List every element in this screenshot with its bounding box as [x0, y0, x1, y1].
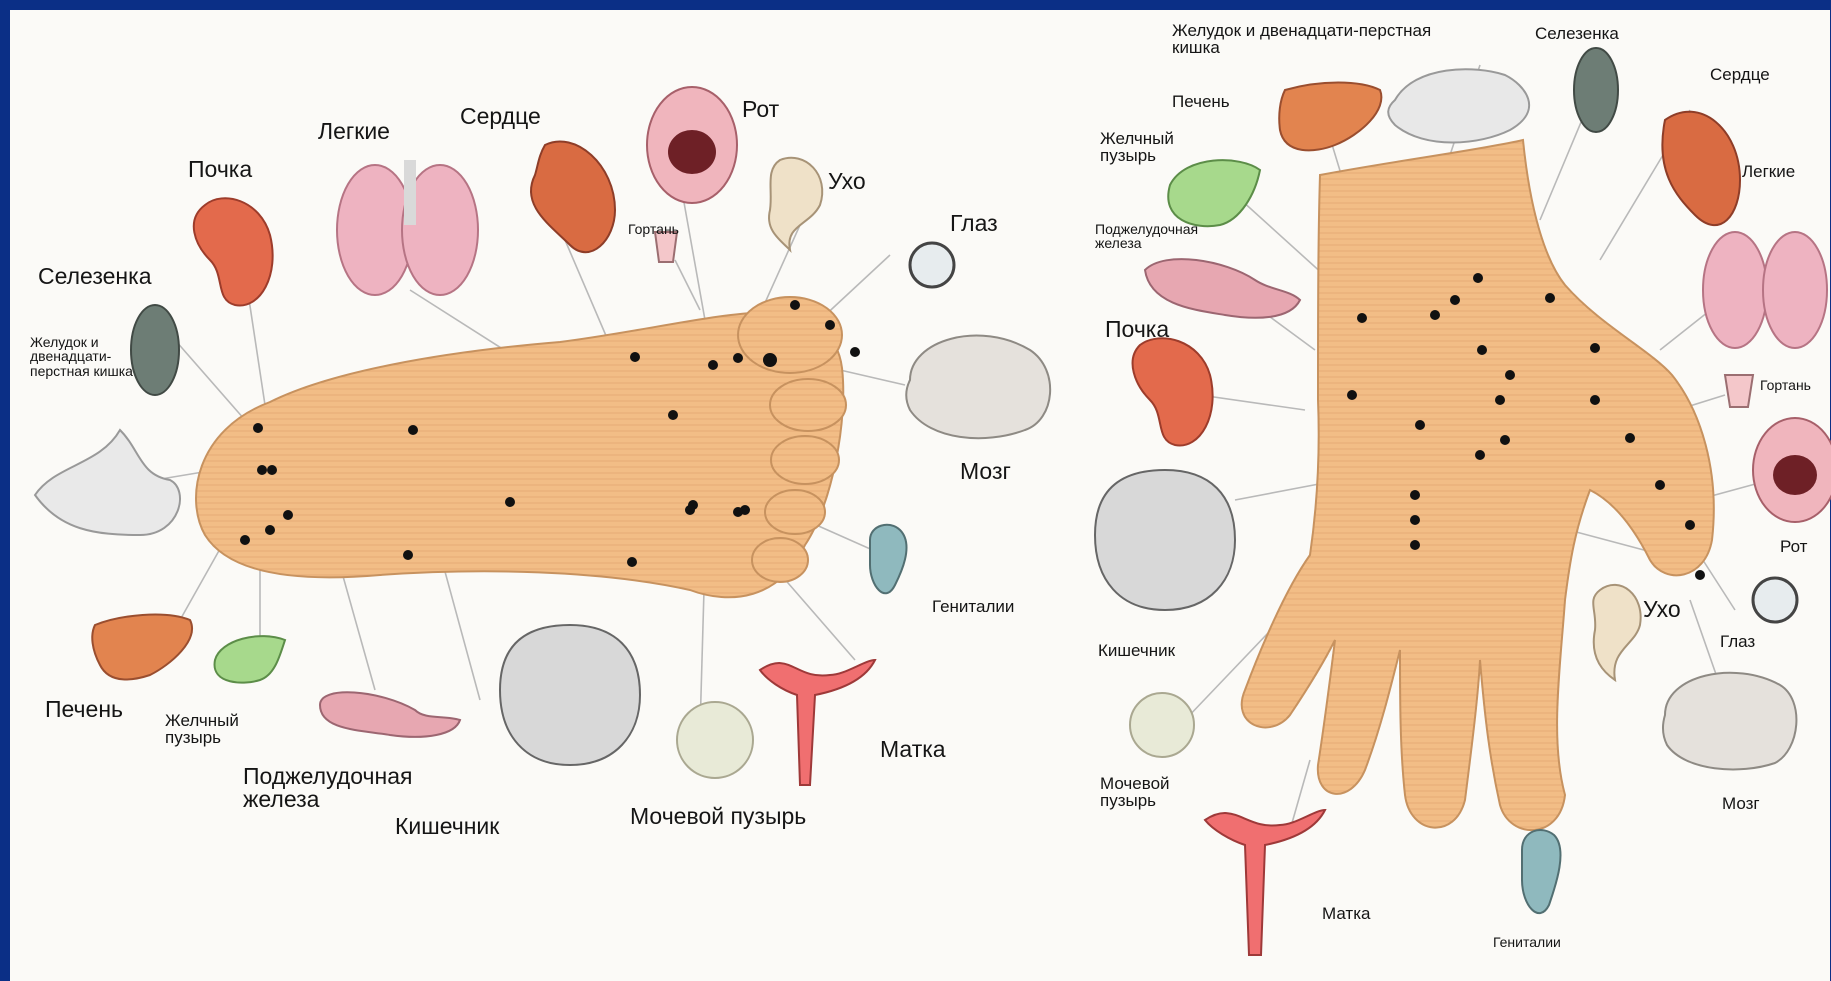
foot-mouth-inner-icon	[668, 130, 716, 174]
foot-gallbladder-icon	[215, 636, 285, 683]
foot-stomach-label: Желудок и двенадцати-перстная кишка	[30, 335, 135, 378]
hand-mouth-inner-icon	[1773, 455, 1817, 495]
hand-larynx-icon	[1725, 375, 1753, 407]
hand-eye-icon	[1753, 578, 1797, 622]
hand-spleen-icon	[1574, 48, 1618, 132]
foot-heart-label: Сердце	[460, 105, 541, 128]
foot-intestine-label: Кишечник	[395, 815, 499, 838]
hand-ear-label: Ухо	[1643, 598, 1681, 621]
hand-uterus-icon	[1205, 810, 1325, 955]
foot-spleen-icon	[131, 305, 179, 395]
hand-lung-left-icon	[1703, 232, 1767, 348]
foot-uterus-label: Матка	[880, 738, 946, 761]
hand-lungs-label: Легкие	[1742, 163, 1795, 180]
hand-bladder-label: Мочевой пузырь	[1100, 775, 1200, 810]
hand-heart-icon	[1662, 112, 1740, 225]
hand-bladder-icon	[1130, 693, 1194, 757]
foot-eye-label: Глаз	[950, 212, 998, 235]
hand-genitals-label: Гениталии	[1493, 935, 1561, 949]
foot-gallbladder-label: Желчный пузырь	[165, 712, 275, 747]
foot-pancreas-icon	[320, 692, 460, 737]
foot-pancreas-label: Поджелудочная железа	[243, 765, 473, 812]
hand-stomach-icon	[1388, 69, 1529, 142]
hand-kidney-label: Почка	[1105, 318, 1169, 341]
foot-trachea-icon	[404, 160, 416, 225]
foot-brain-label: Мозг	[960, 460, 1011, 483]
hand-genitals-icon	[1522, 830, 1560, 913]
hand-eye-label: Глаз	[1720, 633, 1755, 650]
hand-ear-icon	[1593, 585, 1640, 680]
foot-ear-label: Ухо	[828, 170, 866, 193]
foot-uterus-icon	[760, 660, 875, 785]
hand-gallbladder-icon	[1168, 160, 1260, 226]
foot-bladder-icon	[677, 702, 753, 778]
foot-liver-icon	[92, 615, 192, 680]
foot-heart-icon	[531, 141, 615, 252]
hand-spleen-label: Селезенка	[1535, 25, 1619, 42]
hand-pancreas-icon	[1145, 259, 1300, 318]
hand-stomach-label: Желудок и двенадцати-перстная кишка	[1172, 22, 1442, 57]
hand-intestine-label: Кишечник	[1098, 642, 1175, 659]
foot-lungs-label: Легкие	[318, 120, 390, 143]
foot-bladder-label: Мочевой пузырь	[630, 805, 806, 828]
hand-mouth-label: Рот	[1780, 538, 1807, 555]
foot-eye-icon	[910, 243, 954, 287]
foot-larynx-label: Гортань	[628, 222, 679, 236]
hand-brain-icon	[1663, 673, 1796, 770]
foot-spleen-label: Селезенка	[38, 265, 151, 288]
foot-mouth-label: Рот	[742, 98, 779, 121]
hand-liver-label: Печень	[1172, 93, 1230, 110]
hand-liver-icon	[1279, 83, 1381, 151]
hand-brain-label: Мозг	[1722, 795, 1760, 812]
hand-larynx-label: Гортань	[1760, 378, 1811, 392]
hand-lung-right-icon	[1763, 232, 1827, 348]
hand-heart-label: Сердце	[1710, 66, 1770, 83]
foot-intestine-icon	[500, 625, 640, 765]
hand-pancreas-label: Поджелудочная железа	[1095, 222, 1220, 251]
hand-kidney-icon	[1133, 338, 1213, 445]
hand-intestine-icon	[1095, 470, 1235, 610]
foot-kidney-icon	[194, 198, 273, 305]
foot-genitals-icon	[870, 525, 906, 593]
foot-stomach-icon	[35, 430, 180, 535]
hand-uterus-label: Матка	[1322, 905, 1371, 922]
foot-genitals-label: Гениталии	[932, 598, 1014, 615]
hand-gallbladder-label: Желчный пузырь	[1100, 130, 1195, 165]
foot-liver-label: Печень	[45, 698, 123, 721]
foot-brain-icon	[906, 336, 1050, 439]
foot-kidney-label: Почка	[188, 158, 252, 181]
